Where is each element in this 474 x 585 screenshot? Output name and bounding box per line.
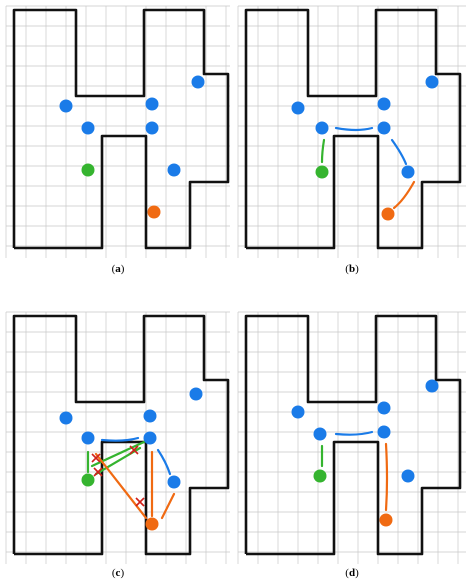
blue-node — [189, 387, 203, 401]
blue-node — [291, 101, 305, 115]
caption-close: ) — [355, 263, 359, 275]
blocked-path-mark — [93, 467, 103, 477]
grid — [237, 311, 466, 564]
green-path-segment — [320, 138, 326, 164]
caption-letter: d — [349, 567, 355, 579]
blue-node — [377, 401, 391, 415]
blocked-path-mark — [91, 453, 101, 463]
panel-a: (a) — [5, 5, 230, 275]
blue-node — [377, 425, 391, 439]
blocked-path-mark — [129, 445, 139, 455]
green-path-segment — [90, 440, 146, 468]
blue-node — [291, 405, 305, 419]
green-node — [315, 165, 329, 179]
blue-node — [59, 411, 73, 425]
grid — [5, 311, 230, 564]
caption-open: ( — [345, 567, 349, 579]
building-wall-outline — [244, 314, 462, 556]
blue-node — [425, 379, 439, 393]
caption-open: ( — [112, 567, 116, 579]
blue-node — [145, 121, 159, 135]
orange-node — [145, 517, 159, 531]
caption-close: ) — [121, 263, 125, 275]
panel-caption-c: (c) — [112, 567, 125, 579]
orange-path-segment — [160, 492, 176, 520]
blue-node — [377, 97, 391, 111]
caption-letter: b — [349, 263, 355, 275]
building-wall-outline — [244, 8, 462, 250]
blue-path-segment — [334, 430, 374, 436]
blue-node — [425, 75, 439, 89]
orange-node — [379, 513, 393, 527]
blue-path-segment — [390, 138, 408, 166]
caption-letter: c — [116, 567, 121, 579]
orange-node — [381, 207, 395, 221]
blocked-path-mark — [135, 497, 145, 507]
blue-node — [377, 121, 391, 135]
panel-b: (b) — [237, 5, 466, 275]
blue-path-segment — [100, 436, 140, 442]
blue-node — [315, 121, 329, 135]
building-wall-outline — [12, 314, 230, 556]
panels-group: (a)(b)(c)(d) — [5, 5, 466, 579]
panel-d: (d) — [237, 311, 466, 579]
panel-c: (c) — [5, 311, 230, 579]
panel-caption-d: (d) — [345, 567, 359, 579]
panel-caption-b: (b) — [345, 263, 359, 275]
blue-node — [81, 121, 95, 135]
building-wall-outline — [12, 8, 230, 250]
blue-node — [167, 475, 181, 489]
orange-node — [147, 205, 161, 219]
orange-path-segment — [384, 442, 389, 512]
caption-letter: a — [115, 263, 121, 275]
blue-node — [191, 75, 205, 89]
blue-node — [145, 97, 159, 111]
orange-path-segment — [392, 180, 416, 210]
blue-node — [59, 99, 73, 113]
blue-node — [143, 409, 157, 423]
grid — [5, 5, 230, 258]
caption-open: ( — [345, 263, 349, 275]
caption-close: ) — [355, 567, 359, 579]
blue-path-segment — [334, 126, 374, 132]
caption-close: ) — [120, 567, 124, 579]
blue-path-segment — [156, 448, 172, 476]
blue-node — [167, 163, 181, 177]
blue-node — [401, 469, 415, 483]
blue-node — [143, 431, 157, 445]
caption-open: ( — [112, 263, 116, 275]
blue-node — [313, 427, 327, 441]
orange-path-segment — [94, 452, 148, 520]
grid — [237, 5, 466, 258]
green-node — [313, 469, 327, 483]
blue-node — [401, 165, 415, 179]
blue-node — [81, 431, 95, 445]
panel-caption-a: (a) — [112, 263, 125, 275]
green-node — [81, 473, 95, 487]
green-node — [81, 163, 95, 177]
